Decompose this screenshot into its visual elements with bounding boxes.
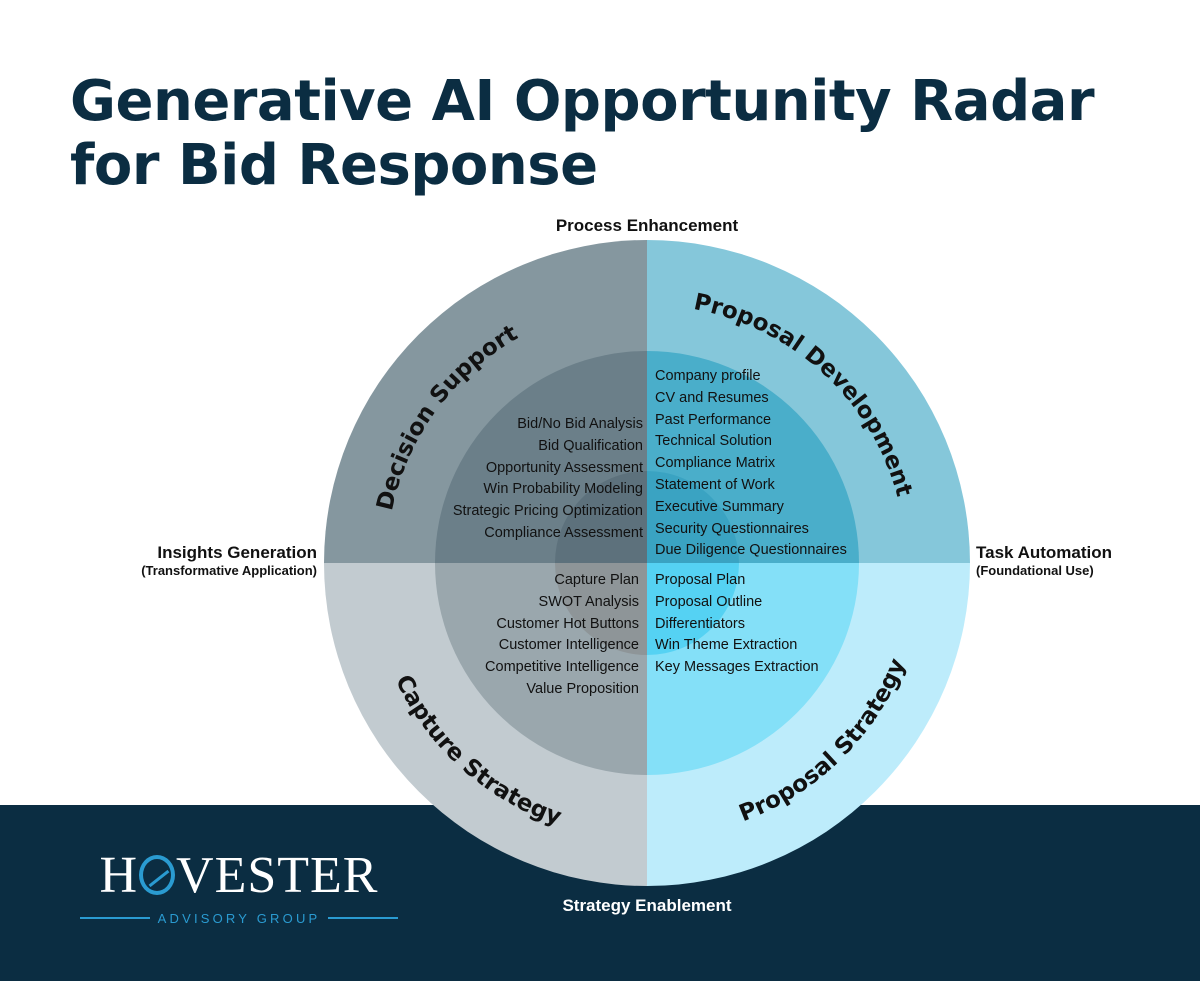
list-item: Customer Intelligence [498, 637, 639, 654]
title-line-1: Generative AI Opportunity Radar [70, 69, 1095, 134]
list-item: Win Theme Extraction [655, 637, 798, 654]
logo-wordmark: H VESTER [80, 848, 398, 904]
axis-label-top: Process Enhancement [555, 216, 739, 235]
list-item: Win Probability Modeling [483, 481, 643, 498]
list-item: Competitive Intelligence [485, 659, 639, 676]
list-item: Statement of Work [655, 476, 775, 493]
logo-rule-left [80, 917, 150, 919]
list-item: Company profile [655, 368, 761, 384]
axis-label-right: Task Automation (Foundational Use) [976, 543, 1112, 579]
logo-word-start: H [99, 847, 139, 904]
list-item: Executive Summary [655, 498, 784, 515]
list-item: Key Messages Extraction [655, 659, 819, 676]
axis-label-left: Insights Generation (Transformative Appl… [141, 543, 317, 579]
list-item: Past Performance [655, 411, 772, 428]
list-item: CV and Resumes [655, 389, 769, 406]
list-item: Value Proposition [526, 680, 639, 697]
list-item: Security Questionnaires [655, 520, 809, 537]
list-item: SWOT Analysis [538, 593, 639, 610]
list-item: Opportunity Assessment [485, 459, 643, 476]
logo-rule-right [328, 917, 399, 919]
list-item: Bid Qualification [538, 437, 643, 454]
logo-word-end: VESTER [176, 847, 379, 904]
axis-label-bottom: Strategy Enablement [562, 896, 732, 915]
list-item: Proposal Plan [655, 572, 746, 588]
list-item: Proposal Outline [655, 593, 763, 610]
axis-left-sub: (Transformative Application) [141, 563, 317, 578]
list-item: Compliance Assessment [484, 524, 643, 541]
list-item: Capture Plan [554, 572, 639, 588]
title-line-2: for Bid Response [70, 133, 598, 198]
logo-subtitle: ADVISORY GROUP [157, 910, 321, 926]
logo-subtitle-row: ADVISORY GROUP [80, 910, 399, 926]
axis-right-main: Task Automation [976, 543, 1113, 562]
list-item: Due Diligence Questionnaires [655, 542, 847, 559]
list-item: Compliance Matrix [655, 455, 776, 472]
list-item: Technical Solution [655, 433, 772, 450]
list-item: Strategic Pricing Optimization [452, 503, 643, 520]
list-item: Bid/No Bid Analysis [517, 416, 643, 432]
logo-chart-o-icon [139, 855, 176, 895]
ring-inner-top-right [647, 471, 739, 563]
axis-right-sub: (Foundational Use) [976, 563, 1094, 578]
radar-rings [324, 240, 970, 886]
hovester-logo: H VESTER ADVISORY GROUP [80, 848, 399, 928]
ring-inner-bottom-right [647, 563, 739, 655]
ring-inner-top-left [555, 471, 647, 563]
ring-inner-bottom-left [555, 563, 647, 655]
axis-left-main: Insights Generation [157, 543, 317, 562]
page-title: Generative AI Opportunity Radar for Bid … [70, 69, 1095, 198]
list-item: Differentiators [655, 615, 745, 632]
list-item: Customer Hot Buttons [496, 615, 639, 632]
